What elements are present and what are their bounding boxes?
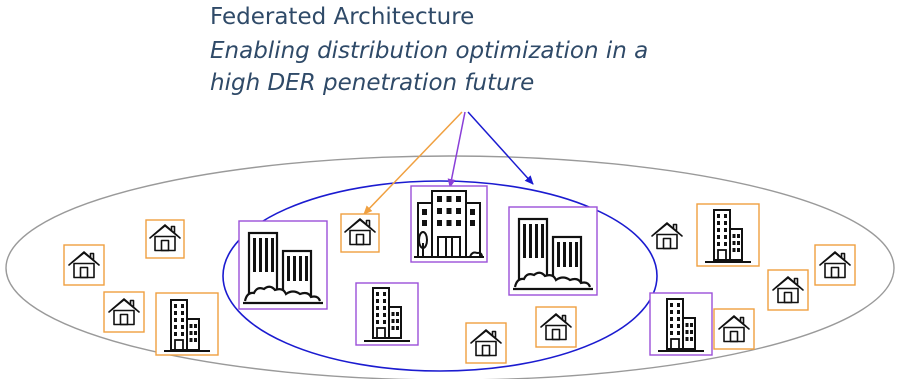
house-icon (145, 219, 185, 259)
house-icon (465, 322, 507, 364)
office-building-icon (355, 282, 419, 346)
orange-arrow (363, 111, 463, 215)
diagram-title: Federated Architecture (210, 4, 475, 30)
house-icon (814, 244, 856, 286)
house-icon (340, 213, 380, 253)
purple-arrow (447, 111, 466, 188)
house-icon (767, 269, 809, 311)
blue-arrow (467, 111, 534, 185)
house-icon (713, 308, 755, 350)
campus-building-icon (508, 206, 598, 296)
house-icon (103, 291, 145, 333)
diagram-subtitle-line-2: high DER penetration future (210, 70, 535, 96)
tower-with-tree-icon (410, 185, 488, 263)
inner-distribution-boundary (222, 180, 658, 372)
house-icon (535, 306, 577, 348)
office-building-icon (696, 203, 760, 267)
diagram-subtitle-line-1: Enabling distribution optimization in a (210, 38, 649, 64)
outer-federation-boundary (5, 155, 895, 379)
office-building-icon (649, 292, 713, 356)
house-icon (63, 244, 105, 286)
campus-building-icon (238, 220, 328, 310)
office-building-icon (155, 292, 219, 356)
house-icon (651, 222, 683, 250)
